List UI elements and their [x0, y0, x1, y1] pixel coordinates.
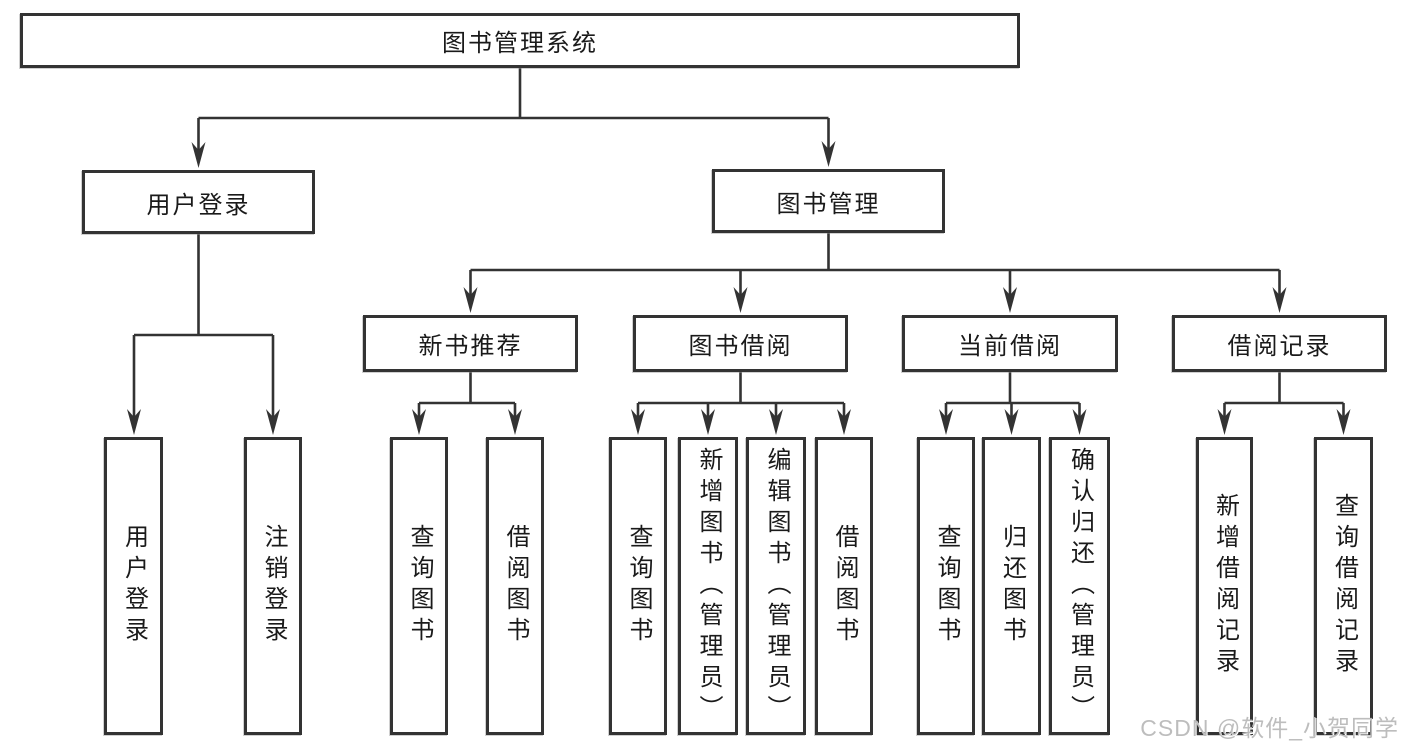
leaf-br-add-record: 新增借阅记录: [1196, 437, 1253, 735]
connector-book-mgmt-to-level2: [469, 233, 1281, 296]
node-root-library-system: 图书管理系统: [20, 13, 1020, 68]
connector-root-to-level1: [197, 68, 830, 150]
connector-current-borrow-to-leaves: [944, 372, 1081, 418]
leaf-nb-borrow-book-label: 借阅图书: [502, 524, 529, 648]
leaf-cb-confirm-return-admin-label: 确认归还（管理员）: [1066, 446, 1094, 726]
csdn-watermark: CSDN @软件_小贺同学: [1140, 715, 1399, 741]
node-book-management: 图书管理: [712, 169, 945, 233]
node-borrow-record: 借阅记录: [1172, 315, 1387, 372]
connector-user-login-to-leaves: [132, 234, 275, 418]
leaf-cb-query-book-label: 查询图书: [933, 524, 960, 648]
leaf-user-login-label: 用户登录: [120, 524, 148, 648]
node-new-book-recommend: 新书推荐: [363, 315, 578, 372]
leaf-cb-return-book-label: 归还图书: [998, 524, 1026, 648]
leaf-cb-query-book: 查询图书: [917, 437, 975, 735]
leaf-nb-query-book-label: 查询图书: [406, 524, 433, 648]
leaf-cb-confirm-return-admin: 确认归还（管理员）: [1049, 437, 1110, 735]
leaf-logout-login: 注销登录: [244, 437, 302, 735]
leaf-bb-borrow-book-label: 借阅图书: [831, 524, 858, 648]
node-current-borrow: 当前借阅: [902, 315, 1118, 372]
leaf-br-query-record-label: 查询借阅记录: [1330, 493, 1358, 679]
connector-new-book-rec-to-leaves: [417, 372, 517, 418]
leaf-bb-query-book-label: 查询图书: [625, 524, 652, 648]
node-user-login: 用户登录: [82, 170, 315, 234]
leaf-user-login: 用户登录: [104, 437, 163, 735]
leaf-br-query-record: 查询借阅记录: [1314, 437, 1373, 735]
leaf-bb-add-book-admin-label: 新增图书（管理员）: [695, 446, 722, 726]
connector-borrow-record-to-leaves: [1223, 372, 1345, 418]
leaf-br-add-record-label: 新增借阅记录: [1211, 493, 1239, 679]
leaf-cb-return-book: 归还图书: [982, 437, 1041, 735]
leaf-bb-add-book-admin: 新增图书（管理员）: [678, 437, 738, 735]
connector-book-borrow-to-leaves: [636, 372, 846, 418]
leaf-nb-borrow-book: 借阅图书: [486, 437, 544, 735]
leaf-bb-edit-book-admin-label: 编辑图书（管理员）: [763, 446, 790, 726]
leaf-logout-login-label: 注销登录: [260, 524, 287, 648]
leaf-bb-edit-book-admin: 编辑图书（管理员）: [746, 437, 806, 735]
node-book-borrow: 图书借阅: [633, 315, 848, 372]
leaf-bb-query-book: 查询图书: [609, 437, 667, 735]
leaf-nb-query-book: 查询图书: [390, 437, 448, 735]
leaf-bb-borrow-book: 借阅图书: [815, 437, 873, 735]
